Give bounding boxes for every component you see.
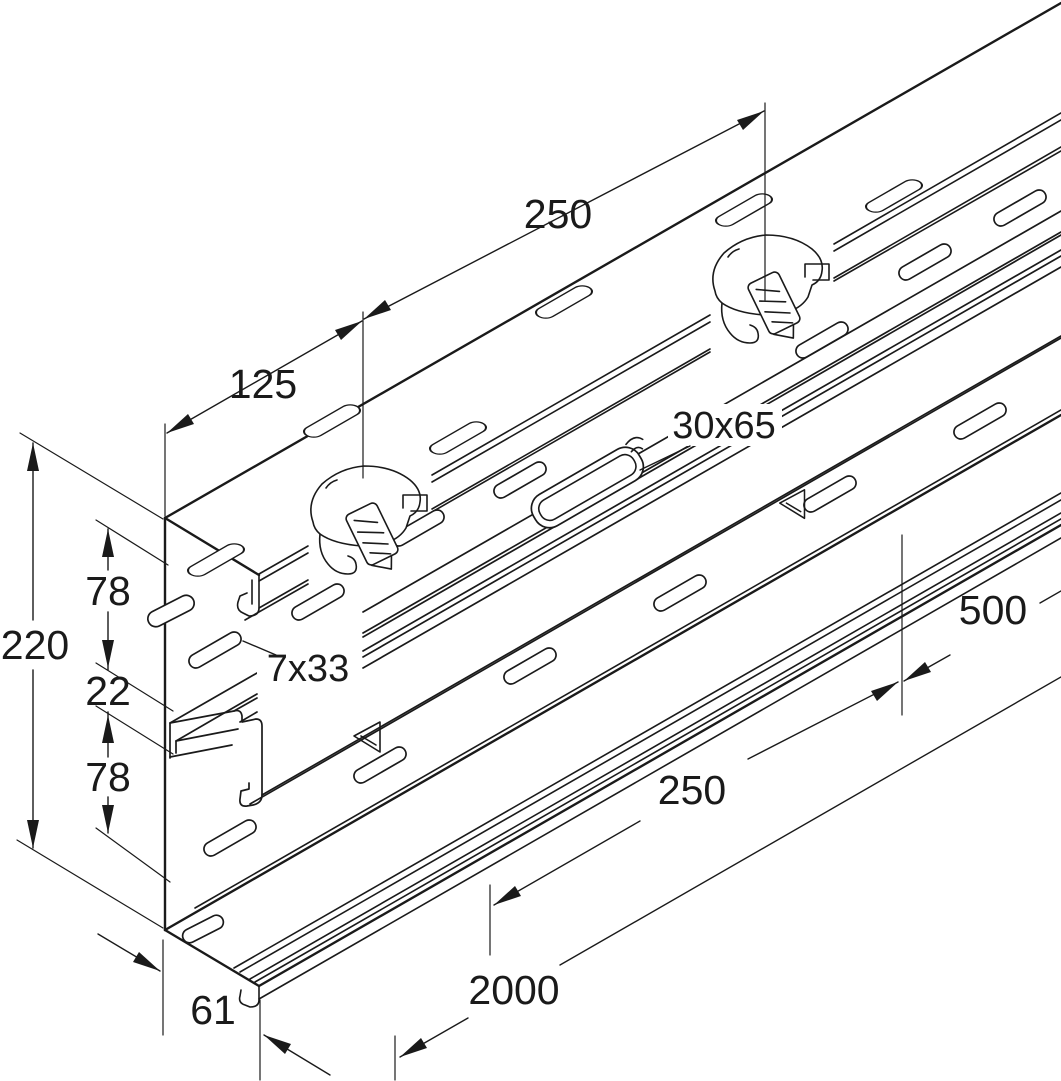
dim-label-rail-22: 22: [85, 668, 131, 714]
dim-label-spacing-250: 250: [658, 767, 726, 813]
cover-clip-left: [310, 465, 428, 575]
dim-label-length-250-top: 250: [524, 191, 592, 237]
dimension-labels: 250 125 30x65 220 78 22 78 7x33 500 250 …: [1, 191, 1027, 1033]
profile-body-outline: [163, 1, 1061, 1008]
dim-label-spacing-500: 500: [959, 587, 1027, 633]
dim-label-upper-78: 78: [85, 568, 131, 614]
dim-label-depth-61: 61: [190, 987, 236, 1033]
dim-label-offset-125: 125: [229, 361, 297, 407]
dim-label-lower-78: 78: [85, 754, 131, 800]
dim-label-knockout-30x65: 30x65: [672, 405, 776, 447]
dim-label-height-220: 220: [1, 622, 69, 668]
cover-clip-right: [712, 234, 830, 344]
mounting-rail: [169, 210, 1061, 807]
dim-label-length-2000: 2000: [468, 967, 559, 1013]
lance-tab-icons: [353, 489, 806, 753]
label-backers: [257, 404, 782, 693]
profile-body-edges: [147, 112, 1061, 1000]
perforation-slots: [186, 179, 1047, 857]
knockout-30x65: [530, 436, 645, 529]
dimension-annotations: [16, 102, 1061, 1081]
dim-label-slot-7x33: 7x33: [267, 648, 349, 690]
